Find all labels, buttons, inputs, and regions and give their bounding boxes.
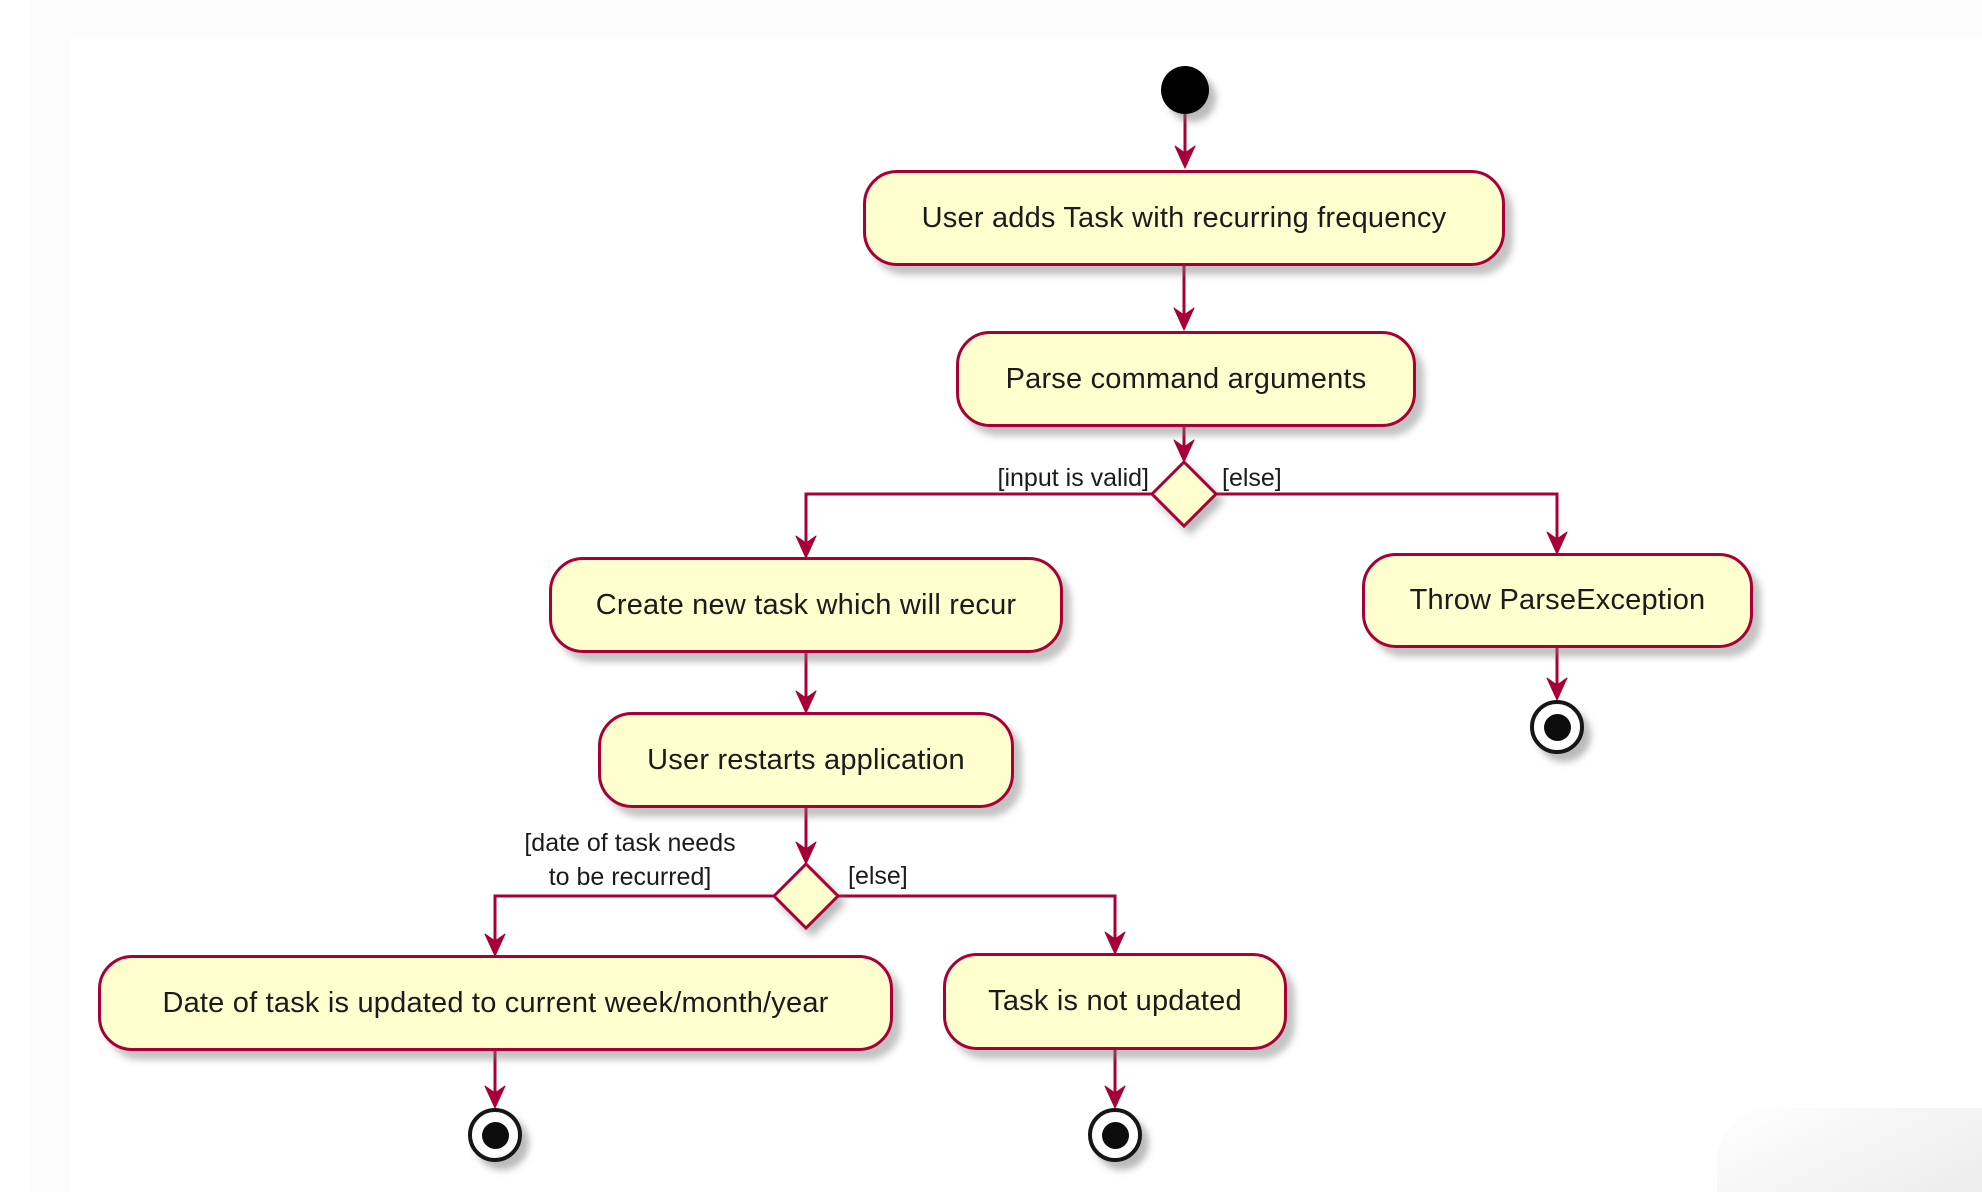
decision-input-valid-shape (1149, 459, 1219, 529)
end-node-no-update (1088, 1108, 1142, 1162)
arrowhead-update-date (484, 933, 506, 957)
guard-else-1: [else] (1222, 464, 1282, 492)
bottom-right-panel-corner (1717, 1108, 1982, 1192)
arrowhead-throw-exception (1546, 531, 1568, 555)
activity-add-task-label: User adds Task with recurring frequency (921, 201, 1447, 234)
end-node-inner-dot (481, 1121, 509, 1149)
activity-throw-exception: Throw ParseException (1362, 553, 1753, 648)
arrowhead-no-update (1104, 931, 1126, 955)
activity-update-date-label: Date of task is updated to current week/… (162, 986, 829, 1019)
decision-recur-needed-shape (771, 861, 841, 931)
arrowhead-add-task (1174, 145, 1196, 169)
activity-create-task: Create new task which will recur (549, 557, 1063, 653)
activity-no-update: Task is not updated (943, 953, 1287, 1050)
end-node-inner-dot (1101, 1121, 1129, 1149)
arrowhead-parse-args (1173, 307, 1195, 331)
edge-decision2-to-update-date (493, 894, 774, 948)
edge-decision1-to-create-task (804, 492, 1152, 550)
arrowhead-end1 (484, 1085, 506, 1109)
end-node-inner-dot (1543, 713, 1571, 741)
page-background-strip-top (29, 0, 1982, 37)
activity-restart-app: User restarts application (598, 712, 1014, 808)
activity-restart-app-label: User restarts application (647, 743, 965, 776)
guard-else-2: [else] (848, 862, 908, 890)
arrowhead-decision2 (795, 841, 817, 865)
decision-input-valid-icon (1149, 459, 1219, 529)
page-background-strip-left (29, 0, 70, 1192)
activity-parse-args-label: Parse command arguments (1005, 362, 1367, 395)
edge-decision2-to-no-update (838, 894, 1117, 946)
edge-decision1-to-throw-exception (1216, 492, 1559, 546)
activity-add-task: User adds Task with recurring frequency (863, 170, 1505, 266)
end-node-update-date (468, 1108, 522, 1162)
arrowhead-decision1 (1173, 439, 1195, 463)
activity-parse-args: Parse command arguments (956, 331, 1416, 427)
guard-date-needs-recur-line1: [date of task needs (524, 829, 736, 857)
activity-create-task-label: Create new task which will recur (595, 588, 1017, 621)
activity-no-update-label: Task is not updated (988, 985, 1242, 1017)
activity-throw-exception-label: Throw ParseException (1409, 584, 1706, 616)
arrowhead-end3 (1546, 677, 1568, 701)
guard-date-needs-recur: [date of task needs to be recurred] (505, 826, 755, 894)
guard-date-needs-recur-line2: to be recurred] (548, 863, 712, 891)
arrowhead-restart-app (795, 690, 817, 714)
decision-recur-needed-icon (771, 861, 841, 931)
guard-input-is-valid: [input is valid] (997, 464, 1149, 492)
start-node (1161, 66, 1209, 114)
end-node-throw-exception (1530, 700, 1584, 754)
arrowhead-create-task (795, 535, 817, 559)
activity-update-date: Date of task is updated to current week/… (98, 955, 893, 1051)
arrowhead-end2 (1104, 1085, 1126, 1109)
